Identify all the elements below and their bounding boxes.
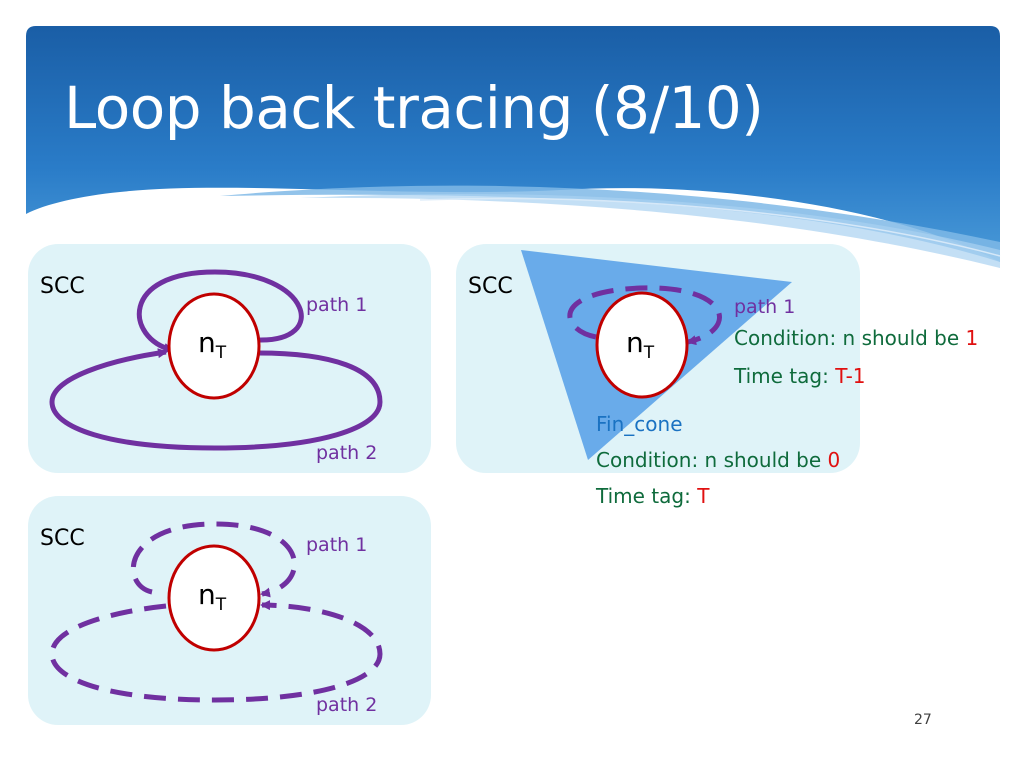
fin-cone-time-tag: Time tag: T	[596, 484, 710, 508]
node-circle	[595, 291, 689, 399]
path2-label: path 2	[316, 694, 378, 716]
header-banner	[26, 26, 1001, 268]
fin-cone-condition: Condition: n should be 0	[596, 448, 841, 472]
path1-label: path 1	[306, 534, 368, 556]
node-circle	[167, 544, 261, 652]
page-number: 27	[914, 712, 932, 728]
path2-loop-dashed	[49, 600, 383, 703]
scc-label: SCC	[40, 274, 85, 299]
path2-loop	[49, 348, 383, 451]
fin-cone-label: Fin_cone	[596, 412, 683, 436]
scc-label: SCC	[468, 274, 513, 299]
path2-label: path 2	[316, 442, 378, 464]
path1-label: path 1	[734, 296, 796, 318]
path1-condition: Condition: n should be 1	[734, 326, 979, 350]
path1-loop-dashed	[567, 285, 722, 346]
right-diagram	[521, 250, 792, 460]
scc-label: SCC	[40, 526, 85, 551]
bottom-left-diagram	[49, 521, 383, 703]
node-label: nT	[198, 578, 227, 615]
path1-time-tag: Time tag: T-1	[734, 364, 866, 388]
node-label: nT	[626, 326, 655, 363]
path1-label: path 1	[306, 294, 368, 316]
top-left-diagram	[49, 269, 383, 451]
node-label: nT	[198, 326, 227, 363]
node-circle	[167, 292, 261, 400]
slide-title: Loop back tracing (8/10)	[64, 74, 764, 142]
path1-loop-dashed	[130, 521, 297, 598]
path1-loop	[136, 269, 304, 353]
